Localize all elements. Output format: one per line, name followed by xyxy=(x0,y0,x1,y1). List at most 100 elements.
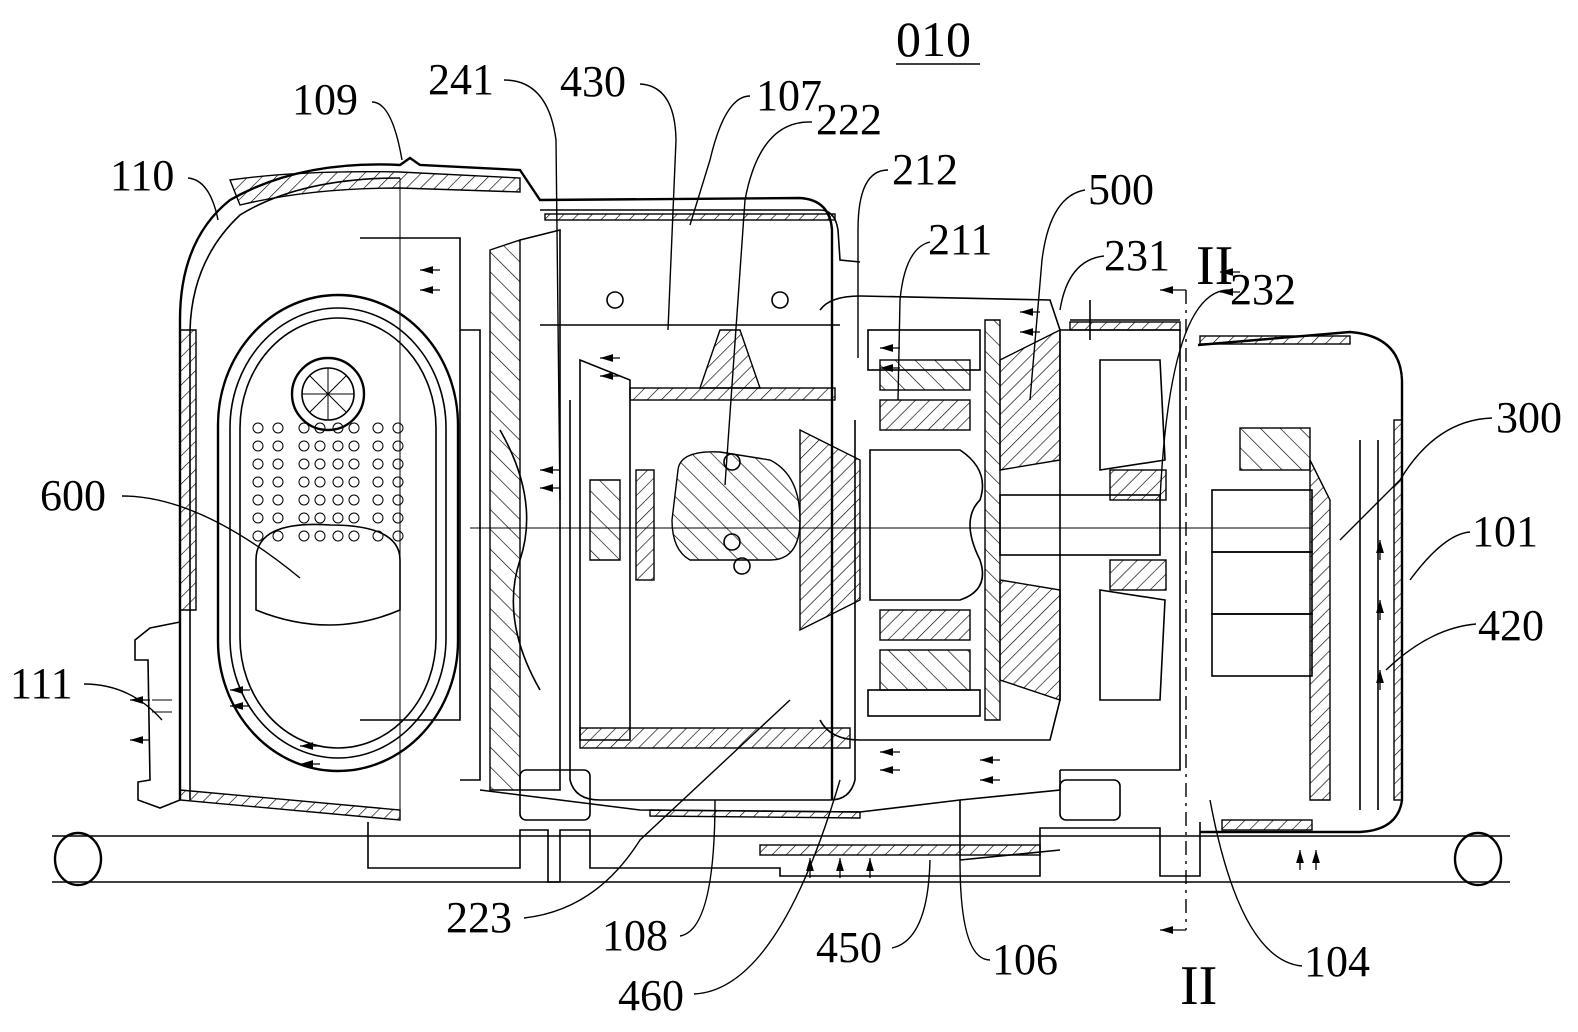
leader-101 xyxy=(1409,531,1471,581)
label-101: 101 xyxy=(1472,507,1538,556)
filter-hole xyxy=(392,476,404,488)
filter-hole xyxy=(392,440,404,452)
frame-tube-right xyxy=(1453,831,1503,887)
label-212: 212 xyxy=(892,145,958,194)
crankpin-lower xyxy=(733,557,751,575)
leader-450 xyxy=(891,859,931,949)
filter-hole xyxy=(298,440,310,452)
label-500: 500 xyxy=(1088,165,1154,214)
filter-hole xyxy=(348,476,360,488)
filter-hole xyxy=(272,476,284,488)
tank-fastener-right xyxy=(771,291,789,309)
leader-211 xyxy=(897,241,931,401)
label-111: 111 xyxy=(10,659,73,708)
filter-hole xyxy=(392,512,404,524)
lower-plate-108 xyxy=(649,809,861,819)
filter-hole xyxy=(332,422,344,434)
leader-107 xyxy=(689,95,751,226)
air-filter-middle xyxy=(229,307,447,759)
filter-hole xyxy=(272,494,284,506)
label-600: 600 xyxy=(40,471,106,520)
label-104: 104 xyxy=(1304,937,1370,986)
shroud-top-wall xyxy=(1069,321,1181,331)
filter-hole xyxy=(392,494,404,506)
filter-core xyxy=(255,523,401,626)
side-vent-111 xyxy=(134,621,181,809)
alternator xyxy=(819,295,1061,741)
label-106: 106 xyxy=(992,935,1058,984)
filter-inlet-spokes xyxy=(302,368,354,420)
filter-hole xyxy=(272,458,284,470)
cover-top-hatch xyxy=(1199,335,1351,345)
filter-hole xyxy=(332,476,344,488)
label-110: 110 xyxy=(110,151,174,200)
inverter-base-104 xyxy=(1221,819,1313,831)
base-plate-450 xyxy=(759,844,1041,856)
reference-labels: 110 109 241 430 107 222 212 211 500 231 … xyxy=(10,55,1562,1020)
leader-430 xyxy=(639,83,677,331)
label-232: 232 xyxy=(1230,265,1296,314)
filter-hole xyxy=(298,530,310,542)
crankcase-boss xyxy=(699,329,761,389)
filter-hole xyxy=(332,440,344,452)
label-300: 300 xyxy=(1496,393,1562,442)
filter-hole xyxy=(272,440,284,452)
filter-hole xyxy=(332,512,344,524)
filter-hole xyxy=(372,494,384,506)
stator-212-bottom xyxy=(879,649,971,691)
label-231: 231 xyxy=(1104,231,1170,280)
filter-hole xyxy=(372,422,384,434)
air-filter-inner xyxy=(239,317,437,749)
leader-241 xyxy=(503,79,561,501)
filter-hole xyxy=(314,440,326,452)
rotor-magnet-bottom-outer xyxy=(867,689,981,717)
output-shaft xyxy=(999,494,1161,556)
filter-duct xyxy=(360,237,461,721)
leader-460 xyxy=(693,779,841,995)
filter-hole xyxy=(392,458,404,470)
cooling-fan-232-lower xyxy=(1099,589,1166,701)
leader-111 xyxy=(83,683,163,721)
label-420: 420 xyxy=(1478,601,1544,650)
section-marker-top: II xyxy=(1196,235,1233,297)
filter-hole xyxy=(252,512,264,524)
outer-shell-110 xyxy=(178,156,834,800)
shaft-collar-bottom xyxy=(1109,559,1167,591)
leader-106 xyxy=(959,859,991,961)
leader-300 xyxy=(1339,417,1493,541)
leader-420 xyxy=(1385,623,1477,671)
filter-hole xyxy=(298,458,310,470)
filter-hole xyxy=(252,494,264,506)
leader-500 xyxy=(1029,189,1086,401)
filter-hole xyxy=(272,530,284,542)
filter-hole xyxy=(348,530,360,542)
filter-hole xyxy=(372,530,384,542)
oil-sump-bottom-223 xyxy=(579,727,851,749)
filter-hole xyxy=(252,422,264,434)
filter-hole xyxy=(348,458,360,470)
label-222: 222 xyxy=(816,95,882,144)
leader-212 xyxy=(857,169,889,358)
figure-title: 010 xyxy=(896,11,980,67)
heatsink-fin-2 xyxy=(1211,551,1313,615)
inverter-component xyxy=(1239,427,1311,471)
filter-hole xyxy=(348,512,360,524)
fan-blade-profile xyxy=(499,429,541,691)
lower-housing xyxy=(479,769,1121,861)
top-wall-hatch xyxy=(229,170,521,206)
filter-hole xyxy=(314,476,326,488)
divider-106 xyxy=(959,800,1061,861)
filter-hole xyxy=(348,440,360,452)
left-housing xyxy=(134,156,834,821)
duct-wall-a xyxy=(460,329,481,781)
alternator-casing xyxy=(819,295,1061,741)
drive-gear xyxy=(635,469,655,581)
frame-tube-left xyxy=(53,831,103,887)
cooling-fan-232-upper xyxy=(1099,359,1166,471)
engine-block xyxy=(470,209,1310,801)
filter-hole xyxy=(314,512,326,524)
filter-hole xyxy=(314,422,326,434)
filter-hole xyxy=(392,422,404,434)
heatsink-fin-1 xyxy=(1211,489,1313,553)
fan-disk-500 xyxy=(984,319,1001,721)
